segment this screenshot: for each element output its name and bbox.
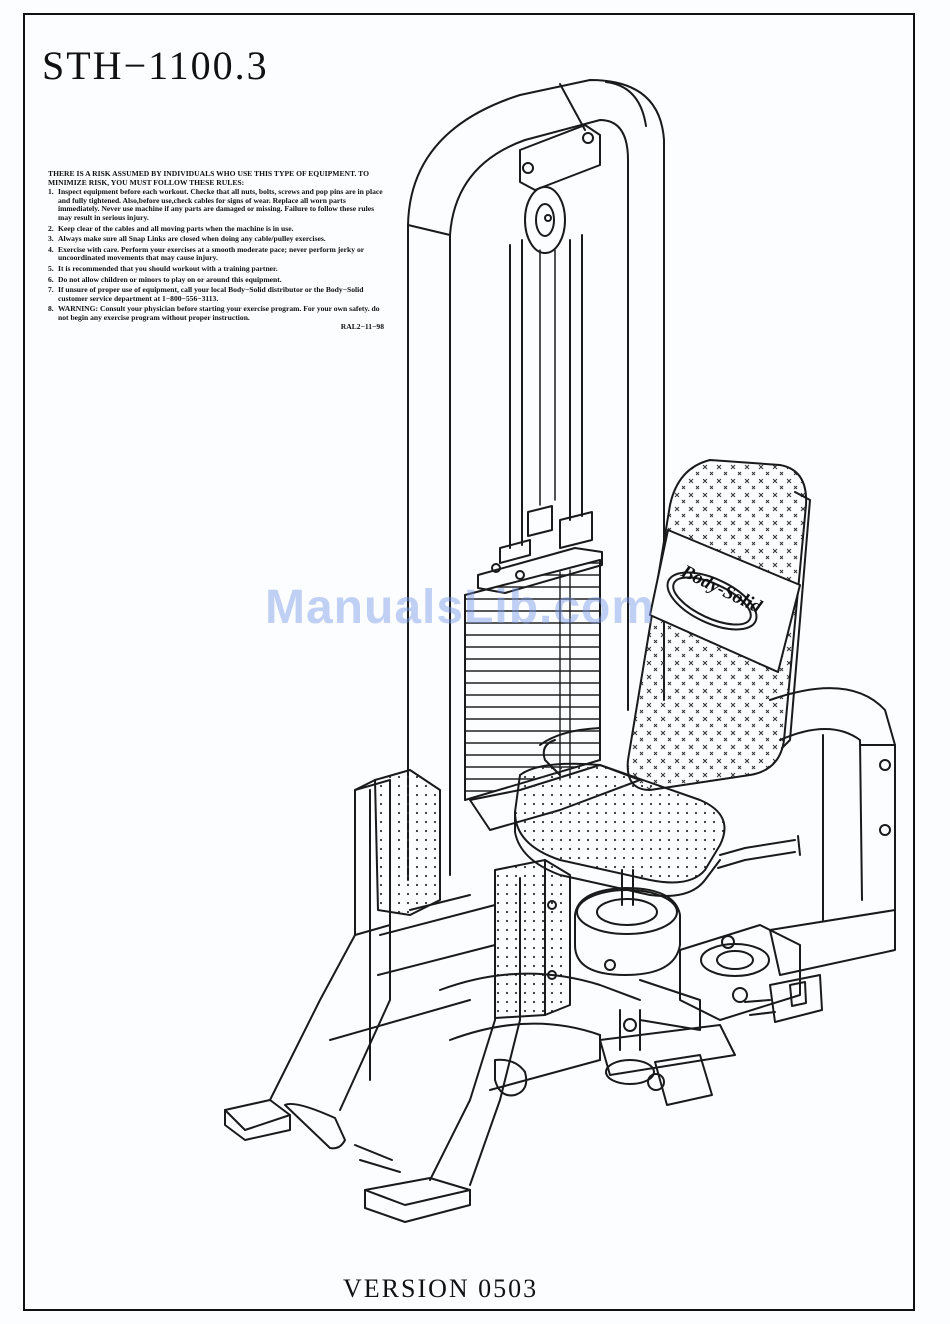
rule-text: Inspect equipment before each workout. C… bbox=[58, 187, 383, 222]
safety-warning: THERE IS A RISK ASSUMED BY INDIVIDUALS W… bbox=[48, 169, 384, 331]
machine-line-drawing: Body-Solid bbox=[224, 79, 896, 1223]
rule-number: 5. bbox=[48, 263, 54, 273]
version-label: VERSION 0503 bbox=[343, 1274, 539, 1303]
rule-text: Keep clear of the cables and all moving … bbox=[58, 223, 294, 233]
rule-number: 1. bbox=[48, 187, 54, 197]
guide-rods bbox=[509, 234, 583, 549]
rule-text: It is recommended that you should workou… bbox=[58, 263, 278, 273]
tower-frame bbox=[407, 79, 665, 881]
warning-rule: 4. Exercise with care. Perform your exerc… bbox=[48, 244, 384, 263]
warning-rule: 2. Keep clear of the cables and all movin… bbox=[48, 223, 384, 234]
rule-number: 2. bbox=[48, 223, 54, 233]
base-frame bbox=[284, 894, 776, 1173]
rule-text: If unsure of proper use of equipment, ca… bbox=[58, 285, 364, 303]
warning-rule: 5. It is recommended that you should work… bbox=[48, 263, 384, 274]
warning-rule: 7. If unsure of proper use of equipment, … bbox=[48, 285, 384, 303]
document-code: RAL2−11−98 bbox=[340, 321, 384, 331]
selector-top bbox=[477, 505, 603, 594]
rule-text: Exercise with care. Perform your exercis… bbox=[58, 244, 364, 263]
seat-pad bbox=[514, 727, 801, 897]
center-mechanism bbox=[574, 869, 823, 1106]
watermark: ManualsLib.com bbox=[265, 581, 656, 634]
warning-rule: 6. Do not allow children or minors to pla… bbox=[48, 274, 384, 285]
rule-text: Always make sure all Snap Links are clos… bbox=[58, 234, 326, 244]
top-pulley bbox=[519, 124, 601, 254]
warning-rules-list: 1. Inspect equipment before each workout.… bbox=[48, 187, 384, 322]
warning-rule: 8. WARNING: Consult your physician before… bbox=[48, 305, 384, 322]
weight-stack bbox=[464, 559, 601, 801]
warning-rule: 1. Inspect equipment before each workout.… bbox=[48, 187, 384, 222]
rule-number: 7. bbox=[48, 285, 54, 295]
warning-rule: 3. Always make sure all Snap Links are cl… bbox=[48, 234, 384, 244]
model-title: STH−1100.3 bbox=[42, 43, 269, 88]
rule-number: 4. bbox=[48, 244, 54, 254]
rule-text: WARNING: Consult your physician before s… bbox=[58, 304, 380, 322]
rule-number: 8. bbox=[48, 304, 54, 314]
right-leg-pad bbox=[364, 859, 571, 1223]
rule-text: Do not allow children or minors to play … bbox=[58, 274, 282, 284]
page-border bbox=[23, 13, 915, 1311]
warning-intro: THERE IS A RISK ASSUMED BY INDIVIDUALS W… bbox=[48, 169, 369, 187]
back-pad bbox=[626, 459, 811, 791]
left-leg-pad bbox=[224, 769, 441, 1141]
rear-frame bbox=[769, 687, 896, 976]
rule-number: 3. bbox=[48, 234, 54, 244]
rule-number: 6. bbox=[48, 274, 54, 284]
